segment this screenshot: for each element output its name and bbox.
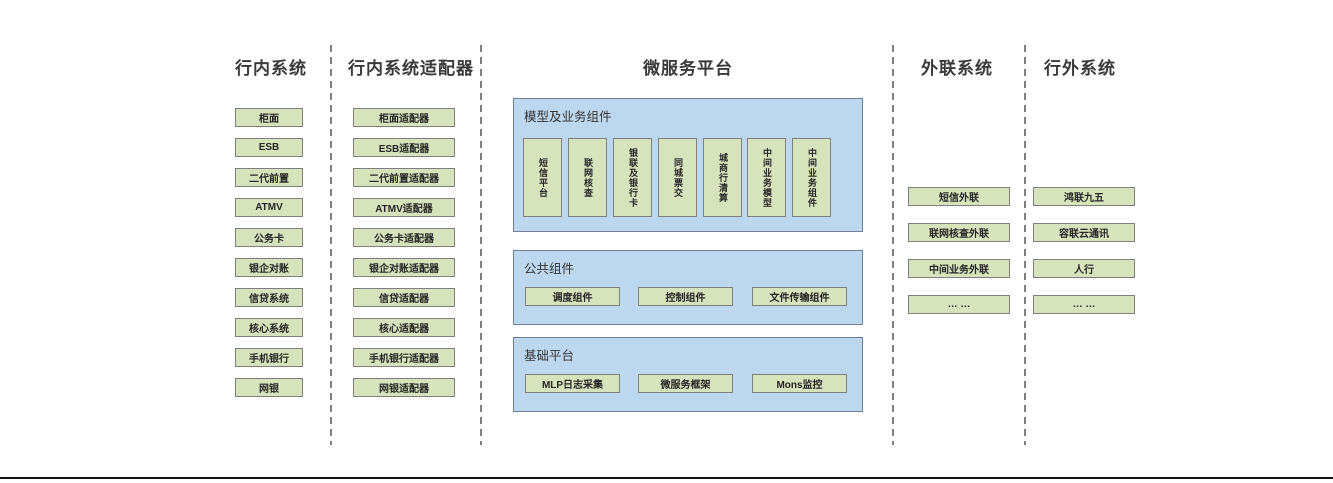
component-box: 城商行清算: [703, 138, 742, 217]
adapter-box: 手机银行适配器: [353, 348, 455, 367]
column-divider: [1024, 45, 1026, 445]
outreach-box: 联网核查外联: [908, 223, 1010, 242]
column-divider: [480, 45, 482, 445]
adapter-box: 银企对账适配器: [353, 258, 455, 277]
adapter-box: 核心适配器: [353, 318, 455, 337]
column-header-external-systems: 行外系统: [1044, 59, 1116, 78]
component-box: 中间业务模型: [747, 138, 786, 217]
component-box: 银联及银行卡: [613, 138, 652, 217]
component-box: Mons监控: [752, 374, 847, 393]
outreach-box: 短信外联: [908, 187, 1010, 206]
adapter-box: 网银适配器: [353, 378, 455, 397]
system-box: 银企对账: [235, 258, 303, 277]
system-box: ESB: [235, 138, 303, 157]
system-box: 公务卡: [235, 228, 303, 247]
column-divider: [330, 45, 332, 445]
column-header-internal-systems: 行内系统: [235, 59, 307, 78]
component-box: 文件传输组件: [752, 287, 847, 306]
component-box: 控制组件: [638, 287, 733, 306]
panel-title: 模型及业务组件: [524, 110, 612, 124]
external-box: 容联云通讯: [1033, 223, 1135, 242]
adapter-box: 公务卡适配器: [353, 228, 455, 247]
outreach-box: … …: [908, 295, 1010, 314]
system-box: 网银: [235, 378, 303, 397]
system-box: ATMV: [235, 198, 303, 217]
adapter-box: ESB适配器: [353, 138, 455, 157]
external-box: 鸿联九五: [1033, 187, 1135, 206]
component-box: 中间业务组件: [792, 138, 831, 217]
panel-title: 基础平台: [524, 349, 575, 363]
outreach-box: 中间业务外联: [908, 259, 1010, 278]
component-box: 调度组件: [525, 287, 620, 306]
system-box: 手机银行: [235, 348, 303, 367]
system-box: 核心系统: [235, 318, 303, 337]
system-box: 柜面: [235, 108, 303, 127]
adapter-box: 柜面适配器: [353, 108, 455, 127]
bottom-border-line: [0, 477, 1333, 479]
component-box: 同城票交: [658, 138, 697, 217]
component-box: MLP日志采集: [525, 374, 620, 393]
component-box: 联网核查: [568, 138, 607, 217]
component-box: 微服务框架: [638, 374, 733, 393]
adapter-box: 二代前置适配器: [353, 168, 455, 187]
column-header-internal-adapters: 行内系统适配器: [348, 59, 474, 78]
system-box: 二代前置: [235, 168, 303, 187]
panel-title: 公共组件: [524, 262, 575, 276]
external-box: … …: [1033, 295, 1135, 314]
component-box: 短信平台: [523, 138, 562, 217]
column-header-microservice-platform: 微服务平台: [643, 59, 733, 78]
external-box: 人行: [1033, 259, 1135, 278]
adapter-box: 信贷适配器: [353, 288, 455, 307]
adapter-box: ATMV适配器: [353, 198, 455, 217]
column-divider: [892, 45, 894, 445]
column-header-outreach-systems: 外联系统: [921, 59, 993, 78]
system-box: 信贷系统: [235, 288, 303, 307]
